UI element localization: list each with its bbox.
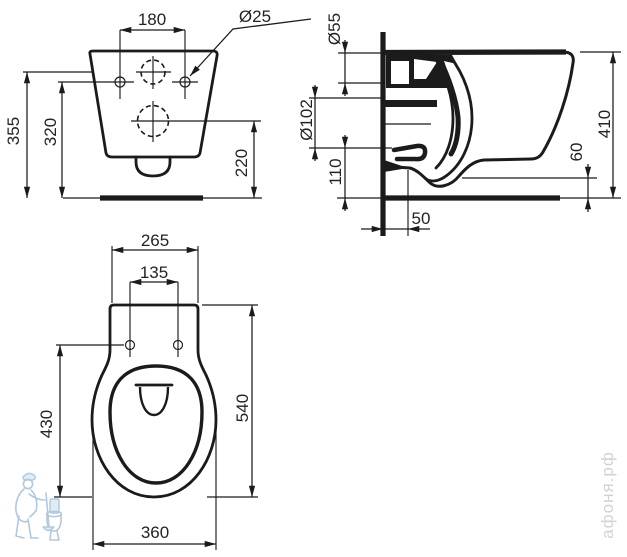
rear-body-outline (88, 49, 219, 159)
rear-outlet-arc (134, 155, 172, 178)
dim-label-320: 320 (41, 118, 60, 146)
side-trap-hook (391, 143, 428, 162)
dim-label-540: 540 (233, 394, 252, 422)
dim-label-410: 410 (595, 110, 614, 138)
plan-view: 265 135 430 540 360 (37, 231, 258, 550)
dim-label-bolt-dia: Ø25 (239, 7, 271, 26)
dim-label-50: 50 (412, 209, 431, 228)
leader-bolt-dia (189, 18, 312, 77)
dim-label-110: 110 (326, 158, 345, 185)
side-outer-profile (381, 50, 575, 188)
side-outlet-top (385, 100, 437, 107)
side-view: Ø55 Ø102 110 60 410 50 (297, 13, 621, 236)
plan-spreader-pocket (138, 386, 170, 417)
dim-label-inlet-dia: Ø55 (325, 13, 344, 45)
side-channel-wall (437, 57, 461, 157)
plumber-watermark-icon (15, 472, 63, 541)
dim-label-220: 220 (232, 149, 251, 177)
site-watermark-text: афоня.рф (598, 451, 617, 539)
dim-label-135: 135 (140, 263, 168, 282)
dim-label-430: 430 (37, 410, 56, 438)
dim-label-outlet-dia: Ø102 (297, 99, 316, 141)
dim-label-360: 360 (141, 523, 169, 542)
side-wall-wedge (384, 160, 408, 172)
side-bowl-inner (423, 54, 474, 183)
plan-seat-opening (108, 364, 204, 485)
dim-label-180: 180 (138, 10, 166, 29)
rear-view: 180 Ø25 355 320 220 (4, 7, 312, 201)
plan-outer-contour (90, 303, 218, 499)
dim-label-265: 265 (141, 231, 169, 250)
dim-label-60: 60 (567, 143, 586, 162)
dim-label-355: 355 (4, 117, 23, 145)
